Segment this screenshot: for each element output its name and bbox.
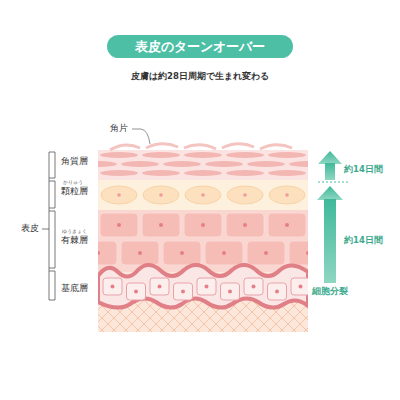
divider-line [318,182,348,183]
layer-label: 約14日間 [344,236,383,245]
ruby-reading: ゆうきょく [62,230,87,235]
turnover-arrow [318,151,342,180]
basal-membrane [98,265,308,308]
cell-pattern [98,152,308,265]
layer-label: 角片 [110,124,128,133]
stratum-spinosum [98,210,308,272]
leader-line [132,129,150,144]
layer-label: 有棘層 [61,236,88,245]
basal-cells [103,278,308,300]
layer-label: 細胞分裂 [312,287,348,296]
layer-label: 表皮 [21,224,39,233]
layer-label: 約14日間 [344,165,383,174]
layer-label: 基底層 [61,284,88,293]
title: 表皮のターンオーバー [135,38,265,56]
turnover-arrow [317,186,343,283]
stratum-granulosum [98,180,308,210]
title-pill: 表皮のターンオーバー [107,35,293,58]
subtitle: 皮膚は約28日周期で生まれ変わる [131,72,269,81]
skin-flakes [110,144,292,150]
layer-label: 角質層 [61,157,88,166]
layer-bracket [42,152,55,300]
ruby-reading: かりゅう [63,181,83,186]
stratum-corneum [98,150,308,180]
layer-label: 顆粒層 [61,187,88,196]
